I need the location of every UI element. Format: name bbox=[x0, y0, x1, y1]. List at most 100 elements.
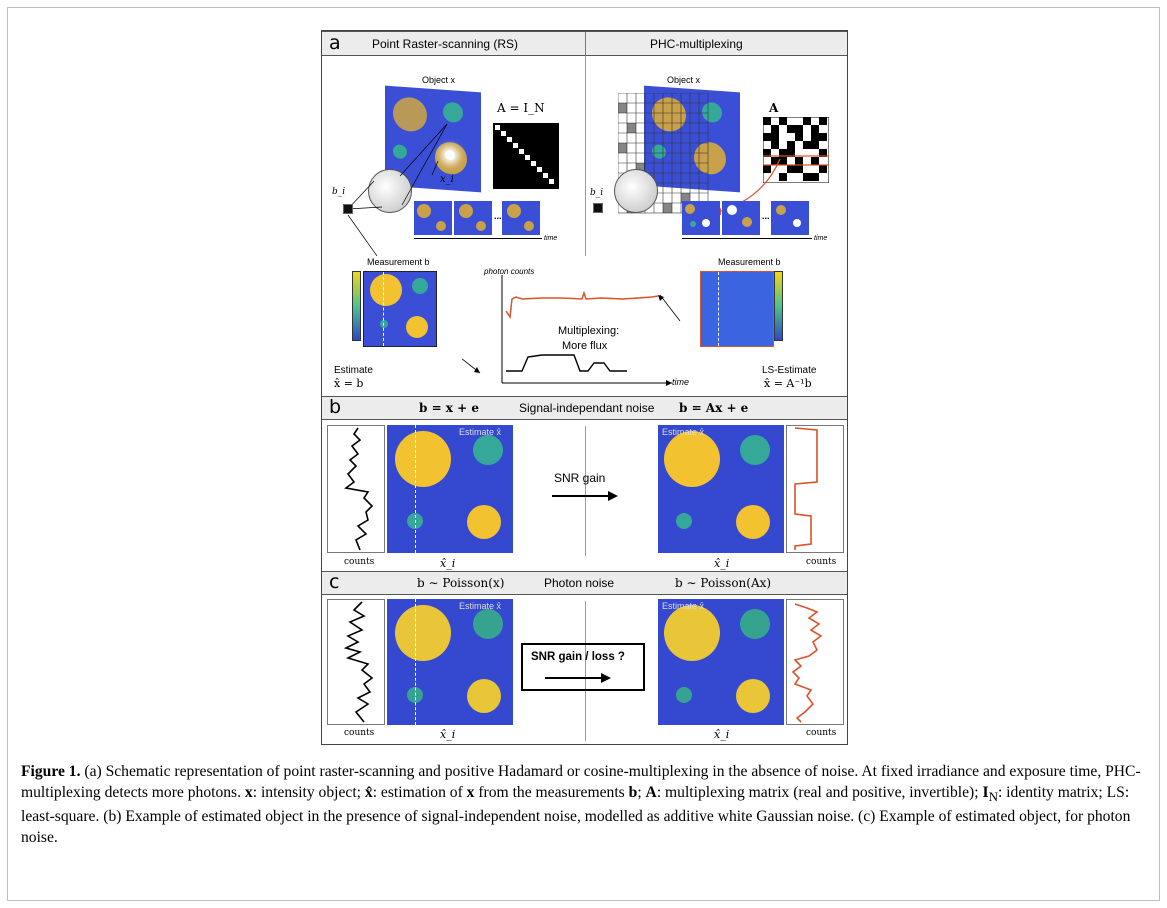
time-label: time bbox=[814, 235, 828, 242]
rs-object-label: Object x bbox=[422, 75, 456, 85]
snr-gain-arrow bbox=[552, 491, 618, 501]
lens-icon bbox=[368, 169, 412, 213]
colorbar bbox=[352, 271, 361, 341]
rs-header: Point Raster-scanning (RS) bbox=[372, 37, 519, 51]
phc-frame bbox=[722, 201, 760, 235]
panel-b-letter: b bbox=[329, 396, 342, 418]
pixel-label: x_i bbox=[440, 174, 454, 185]
panel-c-header: c b ∼ Poisson(x) Photon noise b ∼ Poisso… bbox=[322, 571, 847, 595]
ellipsis: ... bbox=[494, 211, 502, 221]
panel-a-letter: a bbox=[329, 32, 341, 54]
frame-blob bbox=[417, 204, 431, 218]
rs-frame bbox=[414, 201, 452, 235]
est-blob bbox=[664, 605, 720, 661]
est-blob bbox=[676, 687, 692, 703]
time-label: time bbox=[544, 235, 558, 242]
est-blob bbox=[676, 513, 692, 529]
photon-counts-label: photon counts bbox=[484, 267, 535, 276]
panel-b-header: b b = x + e Signal-independant noise b =… bbox=[322, 396, 847, 420]
rs-profile bbox=[327, 599, 385, 725]
estimate-label: Estimate x̂ bbox=[459, 601, 502, 611]
caption-IN: I bbox=[982, 783, 989, 801]
phc-measurement-label: Measurement b bbox=[718, 257, 781, 267]
rs-profile bbox=[327, 425, 385, 553]
frame-blob bbox=[776, 205, 786, 215]
meas-blob bbox=[380, 320, 388, 328]
rs-counts-label: counts bbox=[344, 728, 375, 738]
phc-measurement-image bbox=[700, 271, 774, 347]
phc-profile bbox=[786, 599, 844, 725]
caption-text-4: from the measurements bbox=[474, 783, 629, 801]
frame-blob bbox=[436, 221, 446, 231]
est-blob bbox=[740, 609, 770, 639]
est-blob bbox=[740, 435, 770, 465]
rs-profile-curve bbox=[344, 427, 374, 551]
panel-c-letter: c bbox=[329, 571, 340, 593]
header-divider bbox=[585, 32, 586, 57]
phc-pixel-label: x̂_i bbox=[714, 728, 730, 741]
meas-blob bbox=[406, 316, 428, 338]
ellipsis: ... bbox=[762, 211, 770, 221]
frame-blob bbox=[685, 204, 695, 214]
identity-matrix bbox=[493, 123, 559, 189]
phc-estimate-image: Estimate x̂ bbox=[658, 599, 784, 725]
frame-blob bbox=[476, 221, 486, 231]
lens-icon bbox=[614, 169, 658, 213]
detector-icon bbox=[343, 204, 353, 214]
est-blob bbox=[473, 435, 503, 465]
caption-text-5: ; bbox=[637, 783, 646, 801]
caption-text-6: : multiplexing matrix (real and positive… bbox=[656, 783, 983, 801]
phc-profile-curve bbox=[794, 427, 818, 550]
panel-b-title: Signal-independant noise bbox=[519, 401, 655, 415]
estimate-left-2: x̂ = b bbox=[334, 377, 364, 390]
snr-gain-label: SNR gain bbox=[554, 471, 606, 485]
caption-text-2: : intensity object; bbox=[252, 783, 365, 801]
panel-b-divider bbox=[585, 426, 586, 556]
time-axis-label: time bbox=[672, 377, 690, 387]
estimate-right-1: LS-Estimate bbox=[762, 365, 817, 376]
phc-header: PHC-multiplexing bbox=[650, 37, 743, 51]
rs-frame bbox=[502, 201, 540, 235]
est-blob bbox=[736, 679, 770, 713]
frame-blob bbox=[459, 204, 473, 218]
frame-blob bbox=[702, 219, 710, 227]
rs-counts-label: counts bbox=[344, 557, 375, 567]
phc-estimate-image: Estimate x̂ bbox=[658, 425, 784, 553]
est-blob bbox=[395, 431, 451, 487]
detector-label: b_i bbox=[332, 187, 346, 197]
phc-object-label: Object x bbox=[667, 75, 701, 85]
profile-line bbox=[383, 272, 384, 346]
caption-label: Figure 1. bbox=[21, 763, 81, 780]
est-blob bbox=[664, 431, 720, 487]
frame-blob bbox=[742, 217, 752, 227]
hadamard-matrix bbox=[763, 117, 829, 183]
photon-counts-plot bbox=[462, 275, 681, 386]
detector-label: b_i bbox=[590, 188, 604, 198]
rs-pixel-label: x̂_i bbox=[440, 728, 456, 741]
rs-estimate-image: Estimate x̂ bbox=[387, 425, 513, 553]
caption-A: A bbox=[645, 783, 657, 801]
rs-profile-curve bbox=[343, 601, 374, 723]
frame-blob bbox=[524, 221, 534, 231]
rs-frame bbox=[454, 201, 492, 235]
frame-blob bbox=[507, 204, 521, 218]
panel-c-title: Photon noise bbox=[544, 576, 615, 590]
snr-gain-loss-label: SNR gain / loss ? bbox=[531, 651, 625, 663]
phc-counts-label: counts bbox=[806, 557, 837, 567]
phc-profile bbox=[786, 425, 844, 553]
time-arrow bbox=[682, 238, 812, 239]
identity-label: A = I_N bbox=[497, 101, 545, 115]
caption-xhat: x̂ bbox=[364, 783, 373, 801]
phc-profile-curve bbox=[791, 603, 823, 723]
panel-a-divider bbox=[585, 56, 586, 256]
phc-frame bbox=[771, 201, 809, 235]
profile-line bbox=[415, 425, 416, 553]
figure-1: a Point Raster-scanning (RS) PHC-multipl… bbox=[321, 30, 848, 745]
panel-c-divider bbox=[585, 601, 586, 741]
panel-b-right-eq: b = Ax + e bbox=[679, 401, 749, 415]
est-blob bbox=[736, 505, 770, 539]
est-blob bbox=[467, 679, 501, 713]
caption-x: x bbox=[244, 783, 253, 801]
caption-text-3: : estimation of bbox=[372, 783, 467, 801]
est-blob bbox=[473, 609, 503, 639]
